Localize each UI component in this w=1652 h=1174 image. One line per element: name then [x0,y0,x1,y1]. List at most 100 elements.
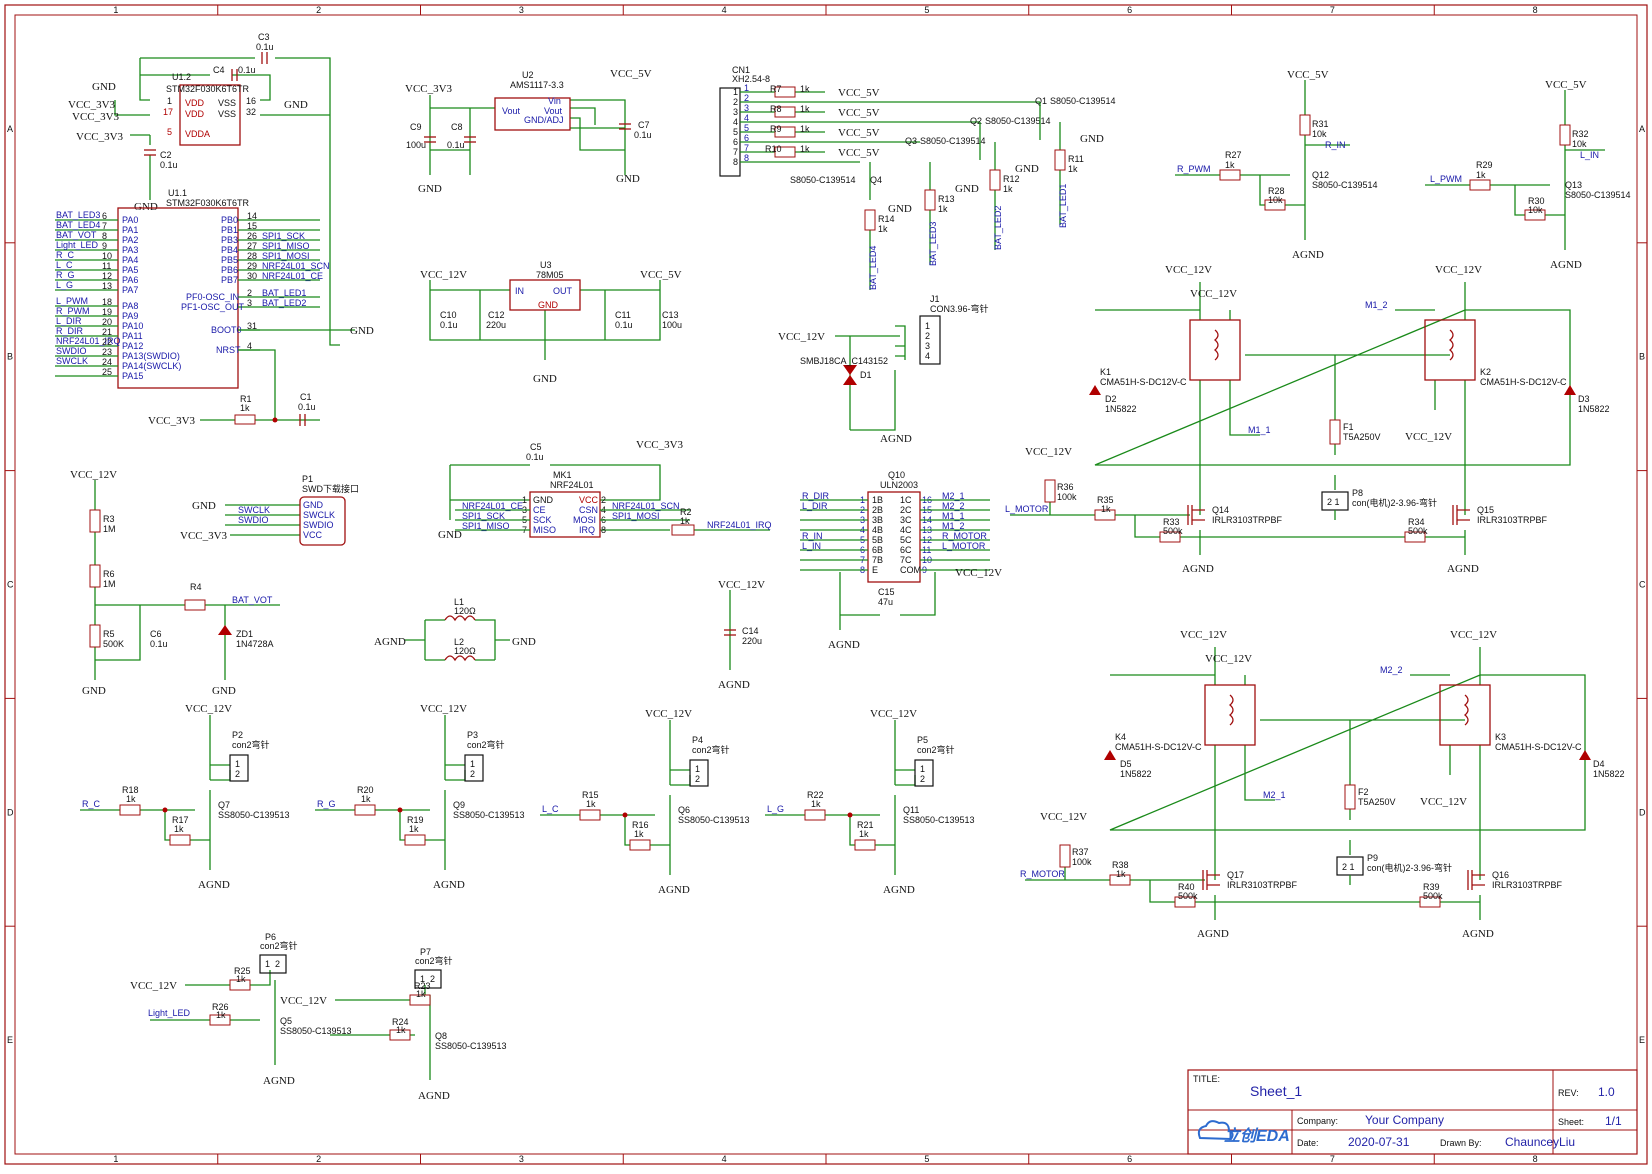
mcu-pin-pa9: PA9 [122,311,138,321]
r11-ref: R11 [1068,154,1084,164]
net-vcc12v-q8: VCC_12V [280,995,327,1007]
r8-val: 1k [800,104,810,114]
net-l-in: L_IN [1580,150,1599,160]
net-agnd-q8: AGND [418,1090,450,1102]
mcu-net-nrf24l01_ce: NRF24L01_CE [262,271,323,281]
nrf-net-nrf24l01_ce: NRF24L01_CE [462,501,523,511]
p5-pin-2: 2 [920,774,925,784]
mcu-pin-pa13(swdio): PA13(SWDIO) [122,351,180,361]
r18-val: 1k [126,794,136,804]
cn1-pin-2: 2 [733,97,738,107]
r8-ref: R8 [770,104,782,114]
net-light-led: Light_LED [148,1008,191,1018]
net-gnd-vss: GND [284,99,308,111]
rev-label: REV: [1558,1088,1579,1098]
r30-val: 10k [1528,205,1543,215]
net-vcc5v-cn1d: VCC_5V [838,147,880,159]
mcu-net-bat_vot: BAT_VOT [56,230,97,240]
nrf-pnum-1: 1 [522,495,527,505]
p6-pin-1: 1 [265,959,270,969]
d5-ref: D5 [1120,759,1132,769]
net-agnd-q16: AGND [1462,928,1494,940]
p1-body [299,496,346,546]
p7-pin-2: 2 [430,974,435,984]
r2-val: 1k [680,516,690,526]
mcu-pin-pb3: PB3 [221,235,238,245]
mcu-pnum-13: 13 [102,281,112,291]
uln-net-m2_2: M2_2 [942,501,965,511]
p9-pins: 2 1 [1342,862,1355,872]
u2-pin-vout2: Vout [502,106,521,116]
net-vcc12v-k3: VCC_12V [1450,629,1497,641]
uln-pin-3b: 3B [872,515,883,525]
p1-pin-gnd: GND [303,500,324,510]
net-agnd-j1: AGND [880,433,912,445]
net-gnd-c2: GND [134,201,158,213]
c15-ref: C15 [878,587,895,597]
mcu-pnum-24: 24 [102,357,112,367]
mcu-pin-pa14(swclk): PA14(SWCLK) [122,361,181,371]
net-vcc5v-q12: VCC_5V [1287,69,1329,81]
mcu-pin-pa2: PA2 [122,235,138,245]
cn1-pin-1: 1 [733,87,738,97]
c3-ref: C3 [258,32,270,42]
c8-ref: C8 [451,122,463,132]
mcu-pin-pf1-osc_out: PF1-OSC_OUT [181,302,245,312]
net-bat-led1: BAT_LED1 [1058,184,1068,228]
mcu-pin-pa7: PA7 [122,285,138,295]
net-vcc3v3-a: VCC_3V3 [68,99,116,111]
cn1-pin-3: 3 [733,107,738,117]
p4-pin-2: 2 [695,774,700,784]
nrf24l01-block: MK1 NRF24L01 GND1CE3NRF24L01_CESCK5SPI1_… [438,439,772,541]
mcu-net-swclk: SWCLK [56,356,88,366]
date-value: 2020-07-31 [1348,1135,1410,1149]
mcu-net-bat_led4: BAT_LED4 [56,220,100,230]
r19-ref: R19 [407,815,424,825]
mcu-pnum-10: 10 [102,251,112,261]
k1-body [1189,319,1241,381]
nrf-net-spi1_sck: SPI1_SCK [462,511,505,521]
col-label-top-8: 8 [1533,5,1538,15]
r7-val: 1k [800,84,810,94]
j1-pin-3: 3 [925,341,930,351]
net-gnd-q2: GND [1015,163,1039,175]
r24-ref: R24 [392,1017,409,1027]
r10-val: 1k [800,144,810,154]
company-value: Your Company [1365,1113,1444,1127]
k4-part: CMA51H-S-DC12V-C [1115,742,1202,752]
r13-ref: R13 [938,194,955,204]
q2-part: S8050-C139514 [985,116,1051,126]
mcu-net-bat_led3: BAT_LED3 [56,210,100,220]
r38-ref: R38 [1112,860,1129,870]
sheet-label: Sheet: [1558,1117,1584,1127]
r13-val: 1k [938,204,948,214]
l2-val: 120Ω [454,646,476,656]
r5-val: 500K [103,639,124,649]
nrf-pin-csn: CSN [579,505,598,515]
p3-part: con2弯针 [467,739,505,750]
r29-ref: R29 [1476,160,1493,170]
nrf-pin-miso: MISO [533,525,556,535]
d4-ref: D4 [1593,759,1605,769]
inductor-block: L1 120Ω L2 120Ω AGND GND [374,597,536,662]
net-vcc12v-bat: VCC_12V [70,469,117,481]
mcu-rpnum-31: 31 [247,321,257,331]
r40-ref: R40 [1178,882,1195,892]
net-agnd-uln: AGND [828,639,860,651]
r22-val: 1k [811,799,821,809]
u3-ref: U3 [540,260,552,270]
uln-pins: 1B1R_DIR2B2L_DIR3B34B45B5R_IN6B6L_IN7B7E… [800,491,990,575]
r23-ref: R23 [414,981,431,991]
net-vcc12v-q11: VCC_12V [870,708,917,720]
uln-pin-6b: 6B [872,545,883,555]
row-label-right-C: C [1639,580,1646,590]
mcu-pnum-9: 9 [102,241,107,251]
q10-ref: Q10 [888,470,905,480]
nrf-pin-sck: SCK [533,515,552,525]
d2-ref: D2 [1105,394,1117,404]
mcu-pin-pa5: PA5 [122,265,138,275]
q7-ref: Q7 [218,800,230,810]
mk1-part: NRF24L01 [550,480,594,490]
net-vcc5v-cn1c: VCC_5V [838,127,880,139]
net-r-in: R_IN [1325,140,1346,150]
